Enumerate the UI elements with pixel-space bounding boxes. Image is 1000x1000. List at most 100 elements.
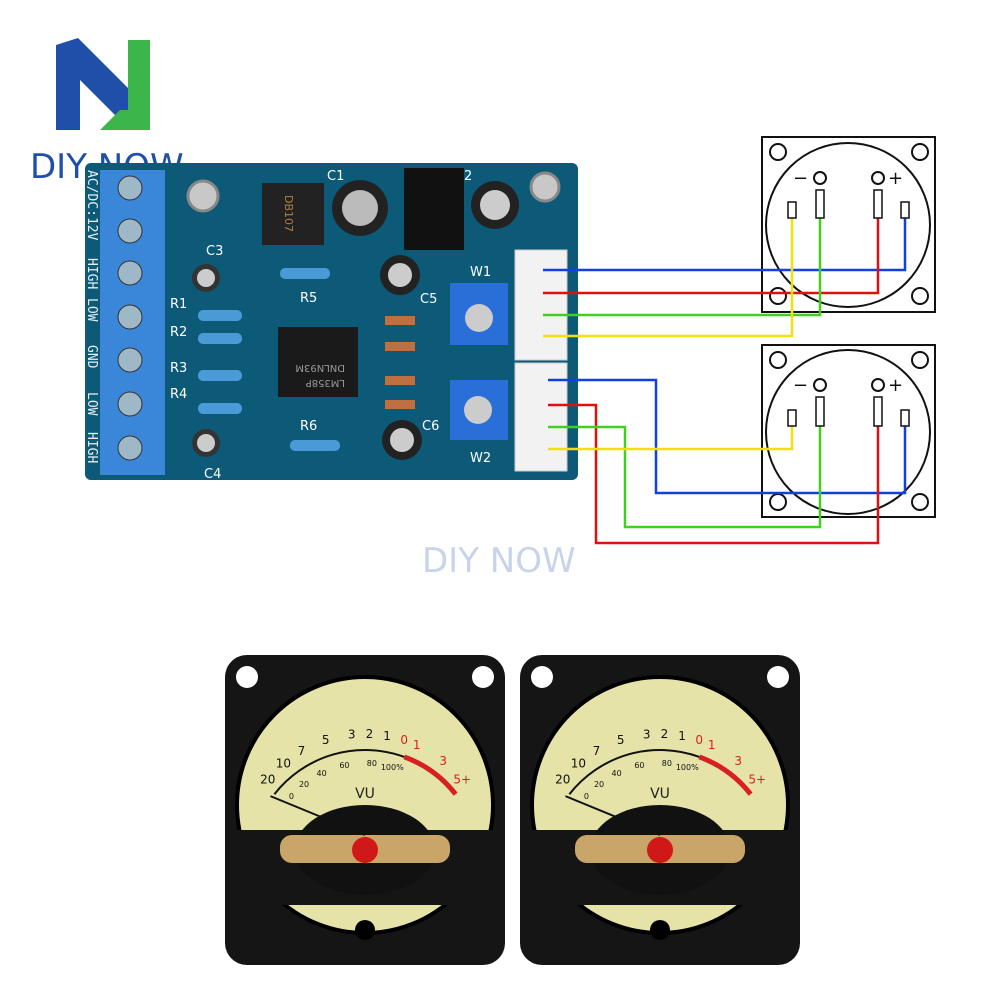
scale-db-label: 20 <box>260 772 275 786</box>
scale-db-label: 10 <box>571 757 586 771</box>
connector-1 <box>514 249 568 361</box>
scale-db-label: 2 <box>366 727 374 741</box>
scale-db-label: 2 <box>661 727 669 741</box>
scale-db-label: 3 <box>643 728 651 742</box>
meter-schematics <box>761 136 936 518</box>
terminal-screws <box>117 175 143 461</box>
vu-label: VU <box>650 786 670 802</box>
svg-text:+: + <box>888 375 903 396</box>
scale-pct-label: 60 <box>339 761 349 770</box>
adjust-screw <box>355 920 375 940</box>
needle <box>565 795 661 836</box>
scale-arc <box>273 749 405 795</box>
scale-db-label: 5+ <box>453 772 471 786</box>
voltage-regulator <box>404 168 464 250</box>
zero-adjust <box>647 837 673 863</box>
wire-yellow-1 <box>543 212 794 338</box>
scale-db-label: 5+ <box>748 772 766 786</box>
svg-text:LOW: LOW <box>84 392 99 416</box>
diodes <box>385 316 415 409</box>
svg-text:R6: R6 <box>300 419 317 434</box>
mount-hole <box>531 666 553 688</box>
svg-text:2: 2 <box>464 169 472 184</box>
svg-text:R3: R3 <box>170 361 187 376</box>
ic-lm358 <box>278 327 358 397</box>
scale-arc-red <box>403 754 458 796</box>
scale-db-label: 3 <box>439 754 447 768</box>
scale-db-label: 3 <box>348 728 356 742</box>
scale-db-label: 5 <box>617 733 625 747</box>
wire-red-1 <box>543 212 880 295</box>
pcb-board: AC/DC:12V HIGH LOW GND LOW HIGH DB107 C1… <box>84 163 578 482</box>
svg-text:HIGH: HIGH <box>84 258 99 289</box>
watermark: DIY NOW <box>422 541 576 581</box>
svg-text:R5: R5 <box>300 291 317 306</box>
scale-pct-label: 40 <box>612 769 622 778</box>
svg-text:R1: R1 <box>170 297 187 312</box>
scale-db-label: 7 <box>298 744 306 758</box>
scale-db-label: 5 <box>322 733 330 747</box>
svg-text:HIGH: HIGH <box>84 432 99 463</box>
bridge-rectifier <box>262 183 324 245</box>
mount-hole <box>236 666 258 688</box>
svg-text:R2: R2 <box>170 325 187 340</box>
scale-pct-label: 80 <box>662 759 672 768</box>
scale-pct-label: 0 <box>584 792 589 801</box>
scale-pct-label: 100% <box>381 763 404 772</box>
scale-db-label: 0 <box>400 733 408 747</box>
mount-hole <box>767 666 789 688</box>
terminal-labels: AC/DC:12V HIGH LOW GND LOW HIGH <box>84 170 99 463</box>
svg-text:−: − <box>793 168 808 189</box>
svg-text:LM358P: LM358P <box>306 377 345 388</box>
scale-db-label: 1 <box>383 729 391 743</box>
svg-text:+: + <box>888 168 903 189</box>
capacitor-c4 <box>197 434 215 452</box>
capacitor-c5 <box>388 263 412 287</box>
wire-blue-1 <box>543 212 907 272</box>
svg-text:C4: C4 <box>204 467 221 482</box>
svg-text:W2: W2 <box>470 451 491 466</box>
scale-pct-label: 100% <box>676 763 699 772</box>
scale-pct-label: 20 <box>594 780 604 789</box>
capacitor-c6 <box>390 428 414 452</box>
svg-text:C1: C1 <box>327 169 344 184</box>
scale-pct-label: 40 <box>317 769 327 778</box>
svg-text:GND: GND <box>84 345 99 369</box>
svg-text:LOW: LOW <box>84 298 99 322</box>
logo-mark-green <box>100 40 150 130</box>
svg-text:R4: R4 <box>170 387 187 402</box>
scale-db-label: 1 <box>413 738 421 752</box>
capacitor-c3 <box>197 269 215 287</box>
mount-hole <box>186 179 220 213</box>
meter-lugs <box>787 189 910 427</box>
wire-blue-2 <box>548 378 907 495</box>
svg-text:C5: C5 <box>420 292 437 307</box>
svg-text:C6: C6 <box>422 419 439 434</box>
wire-green-2 <box>548 420 822 529</box>
wire-green-1 <box>543 212 822 317</box>
wiring-diagram <box>543 212 907 545</box>
mount-hole <box>529 171 561 203</box>
adjust-screw <box>650 920 670 940</box>
scale-db-label: 0 <box>695 733 703 747</box>
scale-arc-red <box>698 754 753 796</box>
scale-db-label: 20 <box>555 772 570 786</box>
scale-pct-label: 20 <box>299 780 309 789</box>
logo-mark-icon <box>56 38 150 130</box>
svg-text:W1: W1 <box>470 265 491 280</box>
scale-db-label: 1 <box>678 729 686 743</box>
wire-red-2 <box>548 403 880 545</box>
svg-text:AC/DC:12V: AC/DC:12V <box>84 170 99 241</box>
svg-text:C3: C3 <box>206 244 223 259</box>
scale-db-label: 10 <box>276 757 291 771</box>
svg-text:DNLN93M: DNLN93M <box>295 362 345 373</box>
scale-pct-label: 0 <box>289 792 294 801</box>
mount-hole <box>472 666 494 688</box>
needle <box>270 795 366 836</box>
scale-pct-label: 80 <box>367 759 377 768</box>
scale-db-label: 7 <box>593 744 601 758</box>
scale-arc <box>568 749 700 795</box>
